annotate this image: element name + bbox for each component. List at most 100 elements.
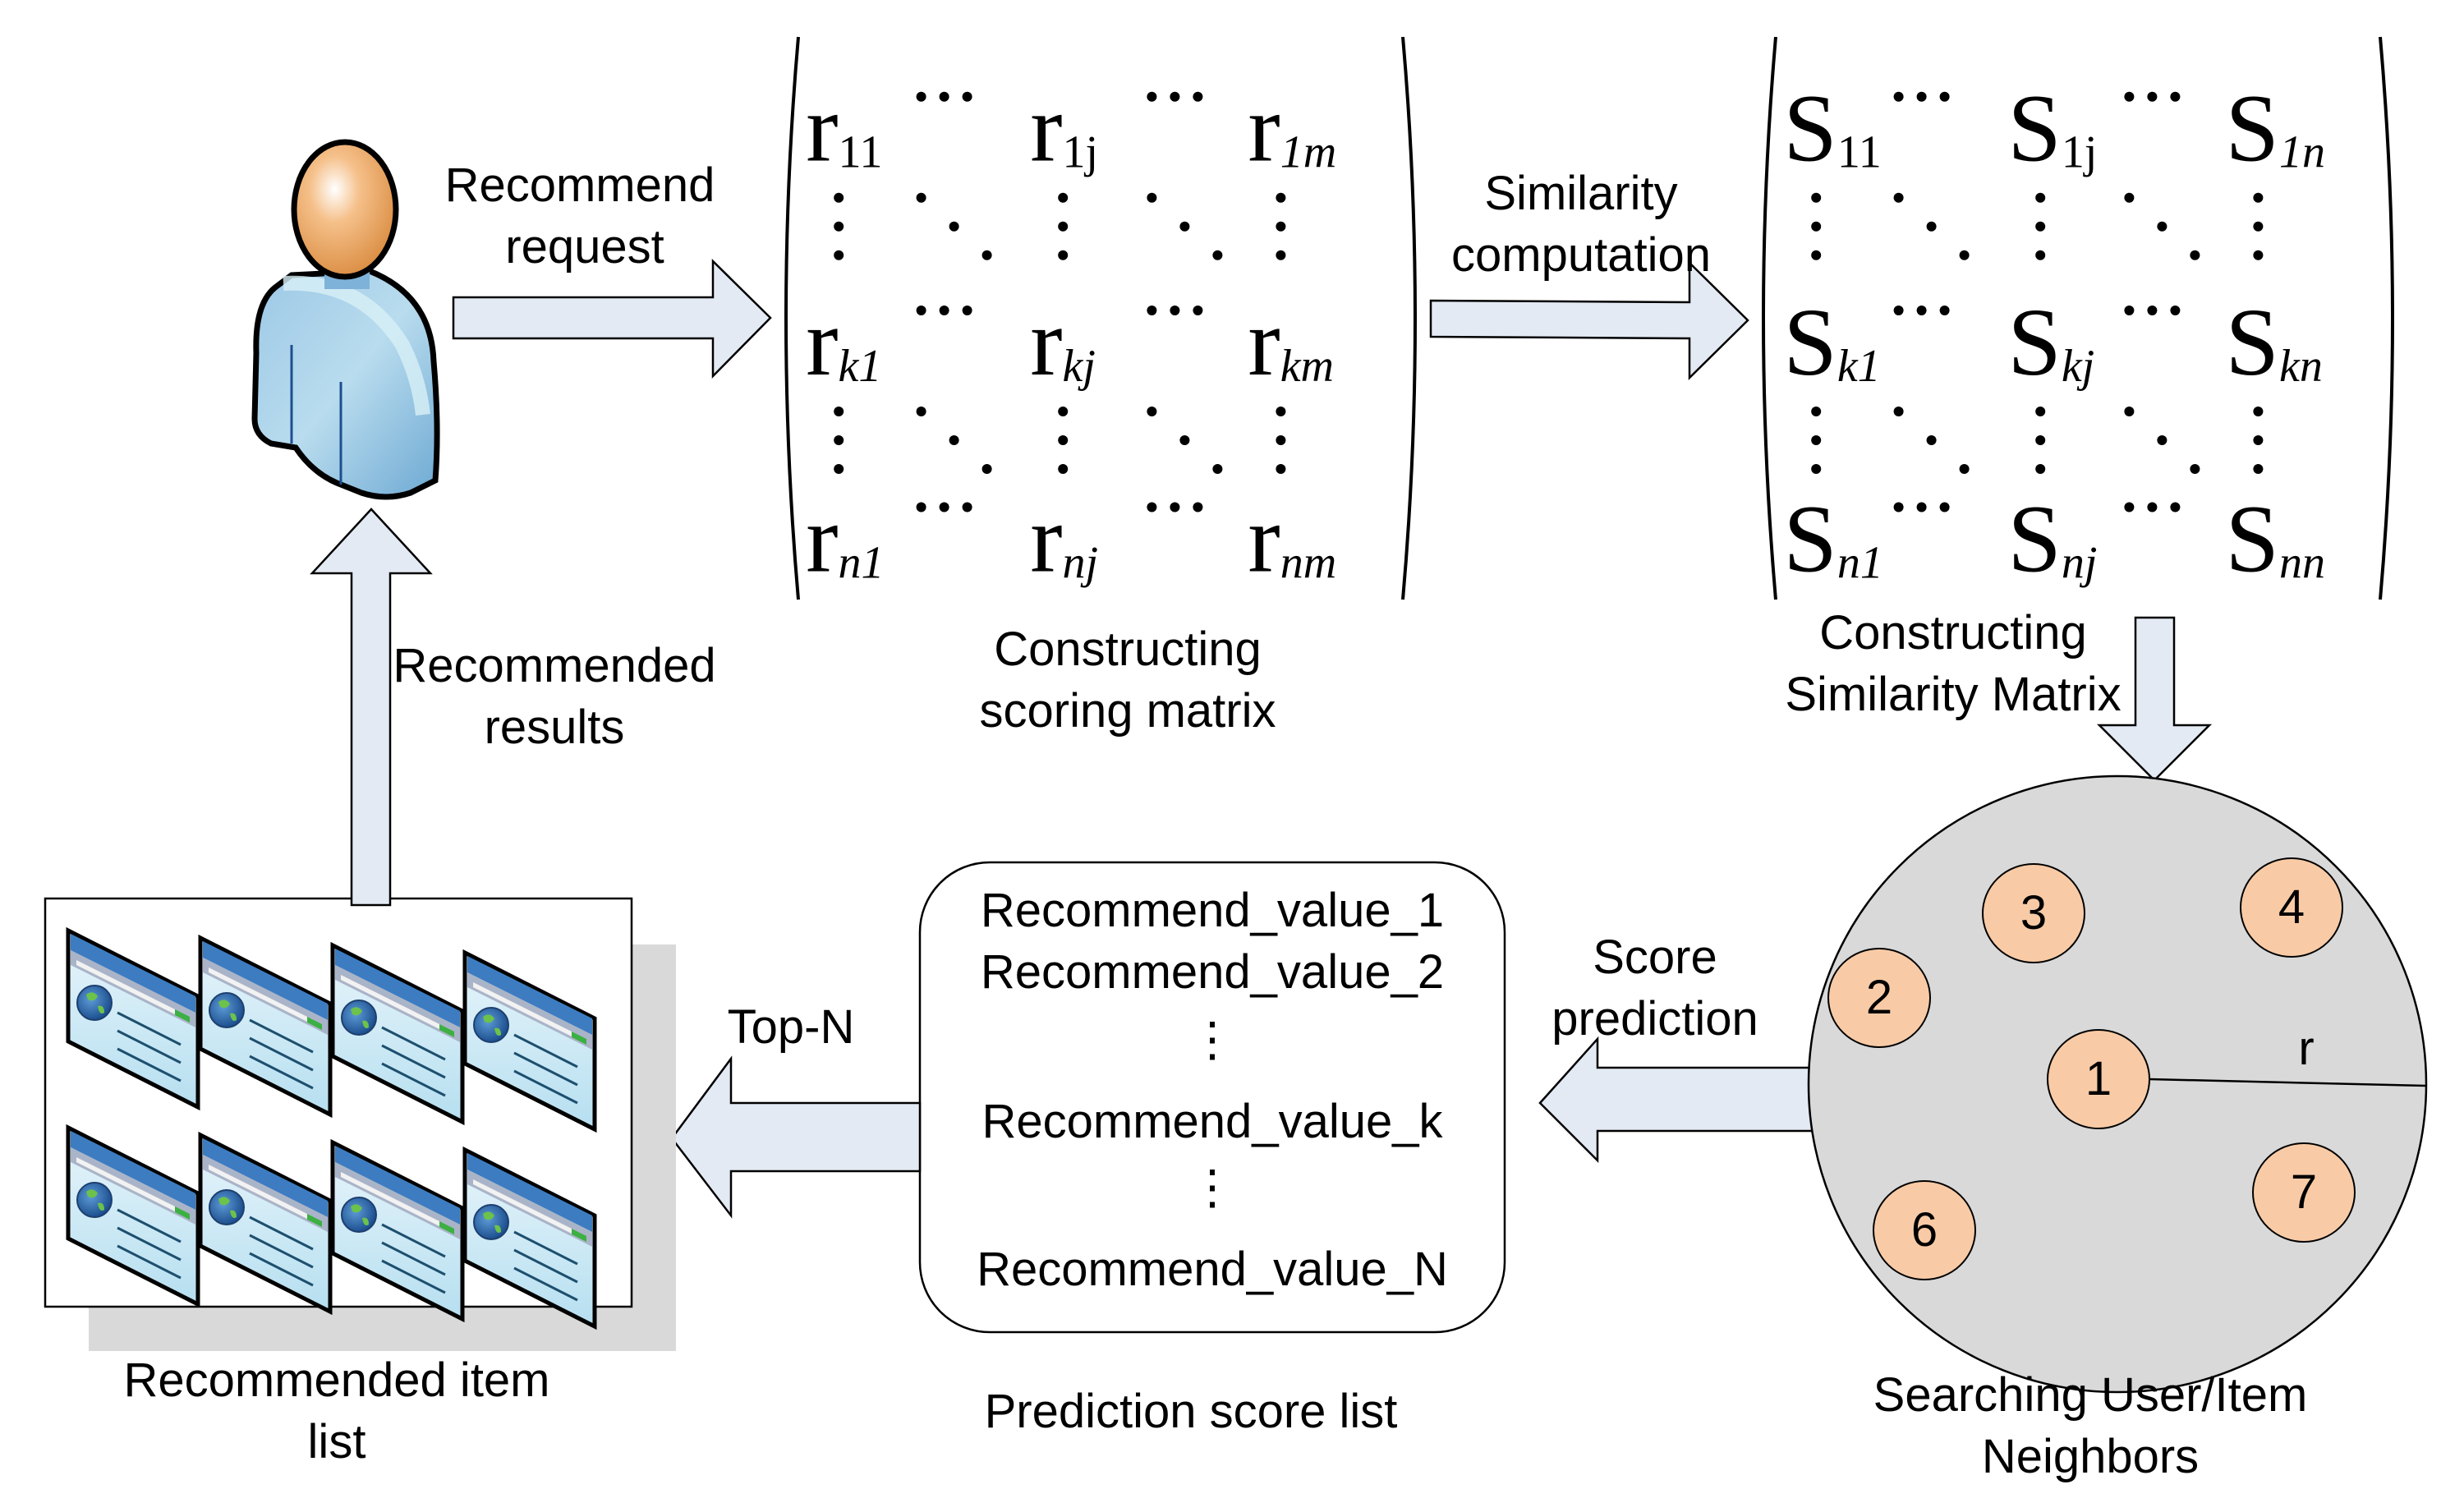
ddot <box>1212 464 1223 474</box>
ellipsis-dot <box>939 502 949 512</box>
neighbors-caption-line1: Searching User/Item <box>1873 1368 2308 1422</box>
recommend-request-label-line1: Recommend <box>445 159 715 212</box>
left-bracket <box>784 36 800 600</box>
matrix-cell: rnm <box>1248 485 1336 592</box>
neighbor-search-arrow <box>2096 616 2213 782</box>
matrix-cell: S11 <box>1783 75 1882 182</box>
top-n-label: Top-N <box>728 1000 855 1054</box>
browser-window-icon <box>462 1146 597 1330</box>
ddot <box>916 407 926 416</box>
neighbor-node-label: 1 <box>2085 1052 2112 1105</box>
browser-window-icon <box>330 1138 465 1323</box>
prediction-item: Recommend_value_2 <box>981 945 1444 999</box>
similarity-matrix-caption-line2: Similarity Matrix <box>1785 668 2121 721</box>
left-bracket <box>1762 36 1777 600</box>
vdot <box>1058 435 1069 445</box>
vdot <box>834 464 844 474</box>
browser-window-icon <box>66 926 200 1111</box>
neighbor-node-label: 3 <box>2020 886 2047 940</box>
neighbor-node: 3 <box>1982 863 2085 963</box>
ellipsis-dot <box>1916 306 1927 315</box>
ellipsis-dot <box>1170 91 1180 102</box>
ddot <box>916 192 926 203</box>
ellipsis-dot <box>939 91 949 102</box>
ellipsis-dot <box>2124 502 2135 512</box>
prediction-item: Recommend_value_N <box>977 1243 1448 1296</box>
vdot <box>2253 192 2264 203</box>
vdot <box>2253 407 2264 416</box>
matrix-cell: r1m <box>1248 75 1336 182</box>
ellipsis-dot <box>1193 91 1203 102</box>
ellipsis-dot <box>1147 306 1157 315</box>
neighbor-node-label: 4 <box>2278 880 2305 934</box>
ddot <box>1893 407 1904 416</box>
neighbor-region: r 1 2 3 4 6 7 <box>1807 774 2428 1394</box>
top-n-arrow <box>670 1055 922 1219</box>
vdot <box>1811 435 1822 445</box>
recommended-results-label-line2: results <box>485 701 625 754</box>
vdot <box>2253 250 2264 260</box>
vdot <box>1276 407 1286 416</box>
globe-icon <box>341 1000 377 1036</box>
vdot <box>834 250 844 260</box>
ellipsis-dot <box>2147 91 2158 102</box>
prediction-item: Recommend_value_k <box>982 1095 1444 1148</box>
ellipsis-dot <box>939 306 949 315</box>
vdot <box>2035 192 2046 203</box>
ddot <box>1959 250 1970 260</box>
prediction-item: Recommend_value_1 <box>981 884 1444 937</box>
ddot <box>1212 250 1223 260</box>
vdot <box>1276 221 1286 232</box>
globe-icon <box>473 1204 509 1240</box>
ellipsis-dot <box>2170 306 2181 315</box>
vdot <box>2035 221 2046 232</box>
ddot <box>949 221 959 232</box>
similarity-computation-arrow <box>1429 260 1749 380</box>
ellipsis-dot <box>962 91 972 102</box>
neighbor-node: 2 <box>1827 948 1931 1048</box>
neighbor-node: 6 <box>1873 1180 1976 1280</box>
ellipsis-dot <box>1893 306 1904 315</box>
neighbor-node: 1 <box>2047 1029 2150 1129</box>
ellipsis-dot <box>1170 502 1180 512</box>
neighbors-caption-line2: Neighbors <box>1982 1430 2199 1483</box>
browser-window-icon <box>66 1124 200 1308</box>
ellipsis-dot <box>962 502 972 512</box>
neighbor-node-label: 2 <box>1866 971 1892 1024</box>
ellipsis-dot <box>916 502 926 512</box>
globe-icon <box>341 1197 377 1233</box>
vdot <box>1811 192 1822 203</box>
vdot <box>2035 464 2046 474</box>
ellipsis-dot <box>2170 91 2181 102</box>
browser-window-icon <box>462 949 597 1133</box>
vdot <box>834 435 844 445</box>
recommended-results-arrow <box>310 508 433 907</box>
vdot <box>1811 407 1822 416</box>
user-icon <box>251 139 440 500</box>
radius-label: r <box>2298 1022 2314 1075</box>
ellipsis-dot <box>2147 306 2158 315</box>
ddot <box>1179 221 1190 232</box>
ddot <box>1893 192 1904 203</box>
ddot <box>981 464 992 474</box>
item-list-caption-line2: list <box>308 1415 366 1468</box>
right-bracket <box>2379 36 2394 600</box>
similarity-matrix-caption-line1: Constructing <box>1819 606 2087 659</box>
matrix-cell: rnj <box>1030 485 1098 592</box>
globe-icon <box>473 1007 509 1043</box>
vdot <box>1811 250 1822 260</box>
globe-icon <box>209 992 245 1028</box>
scoring-matrix-caption-line1: Constructing <box>994 623 1262 676</box>
ddot <box>2124 407 2135 416</box>
vdot <box>2035 407 2046 416</box>
vdot <box>834 407 844 416</box>
matrix-cell: rn1 <box>806 485 884 592</box>
ellipsis-dot <box>1893 91 1904 102</box>
matrix-cell: S1j <box>2007 75 2097 182</box>
browser-window-icon <box>198 1131 333 1316</box>
vdot <box>2253 435 2264 445</box>
prediction-item: ⋮ <box>1188 1160 1236 1214</box>
neighbor-node: 7 <box>2252 1142 2356 1243</box>
matrix-cell: rkj <box>1030 288 1096 396</box>
